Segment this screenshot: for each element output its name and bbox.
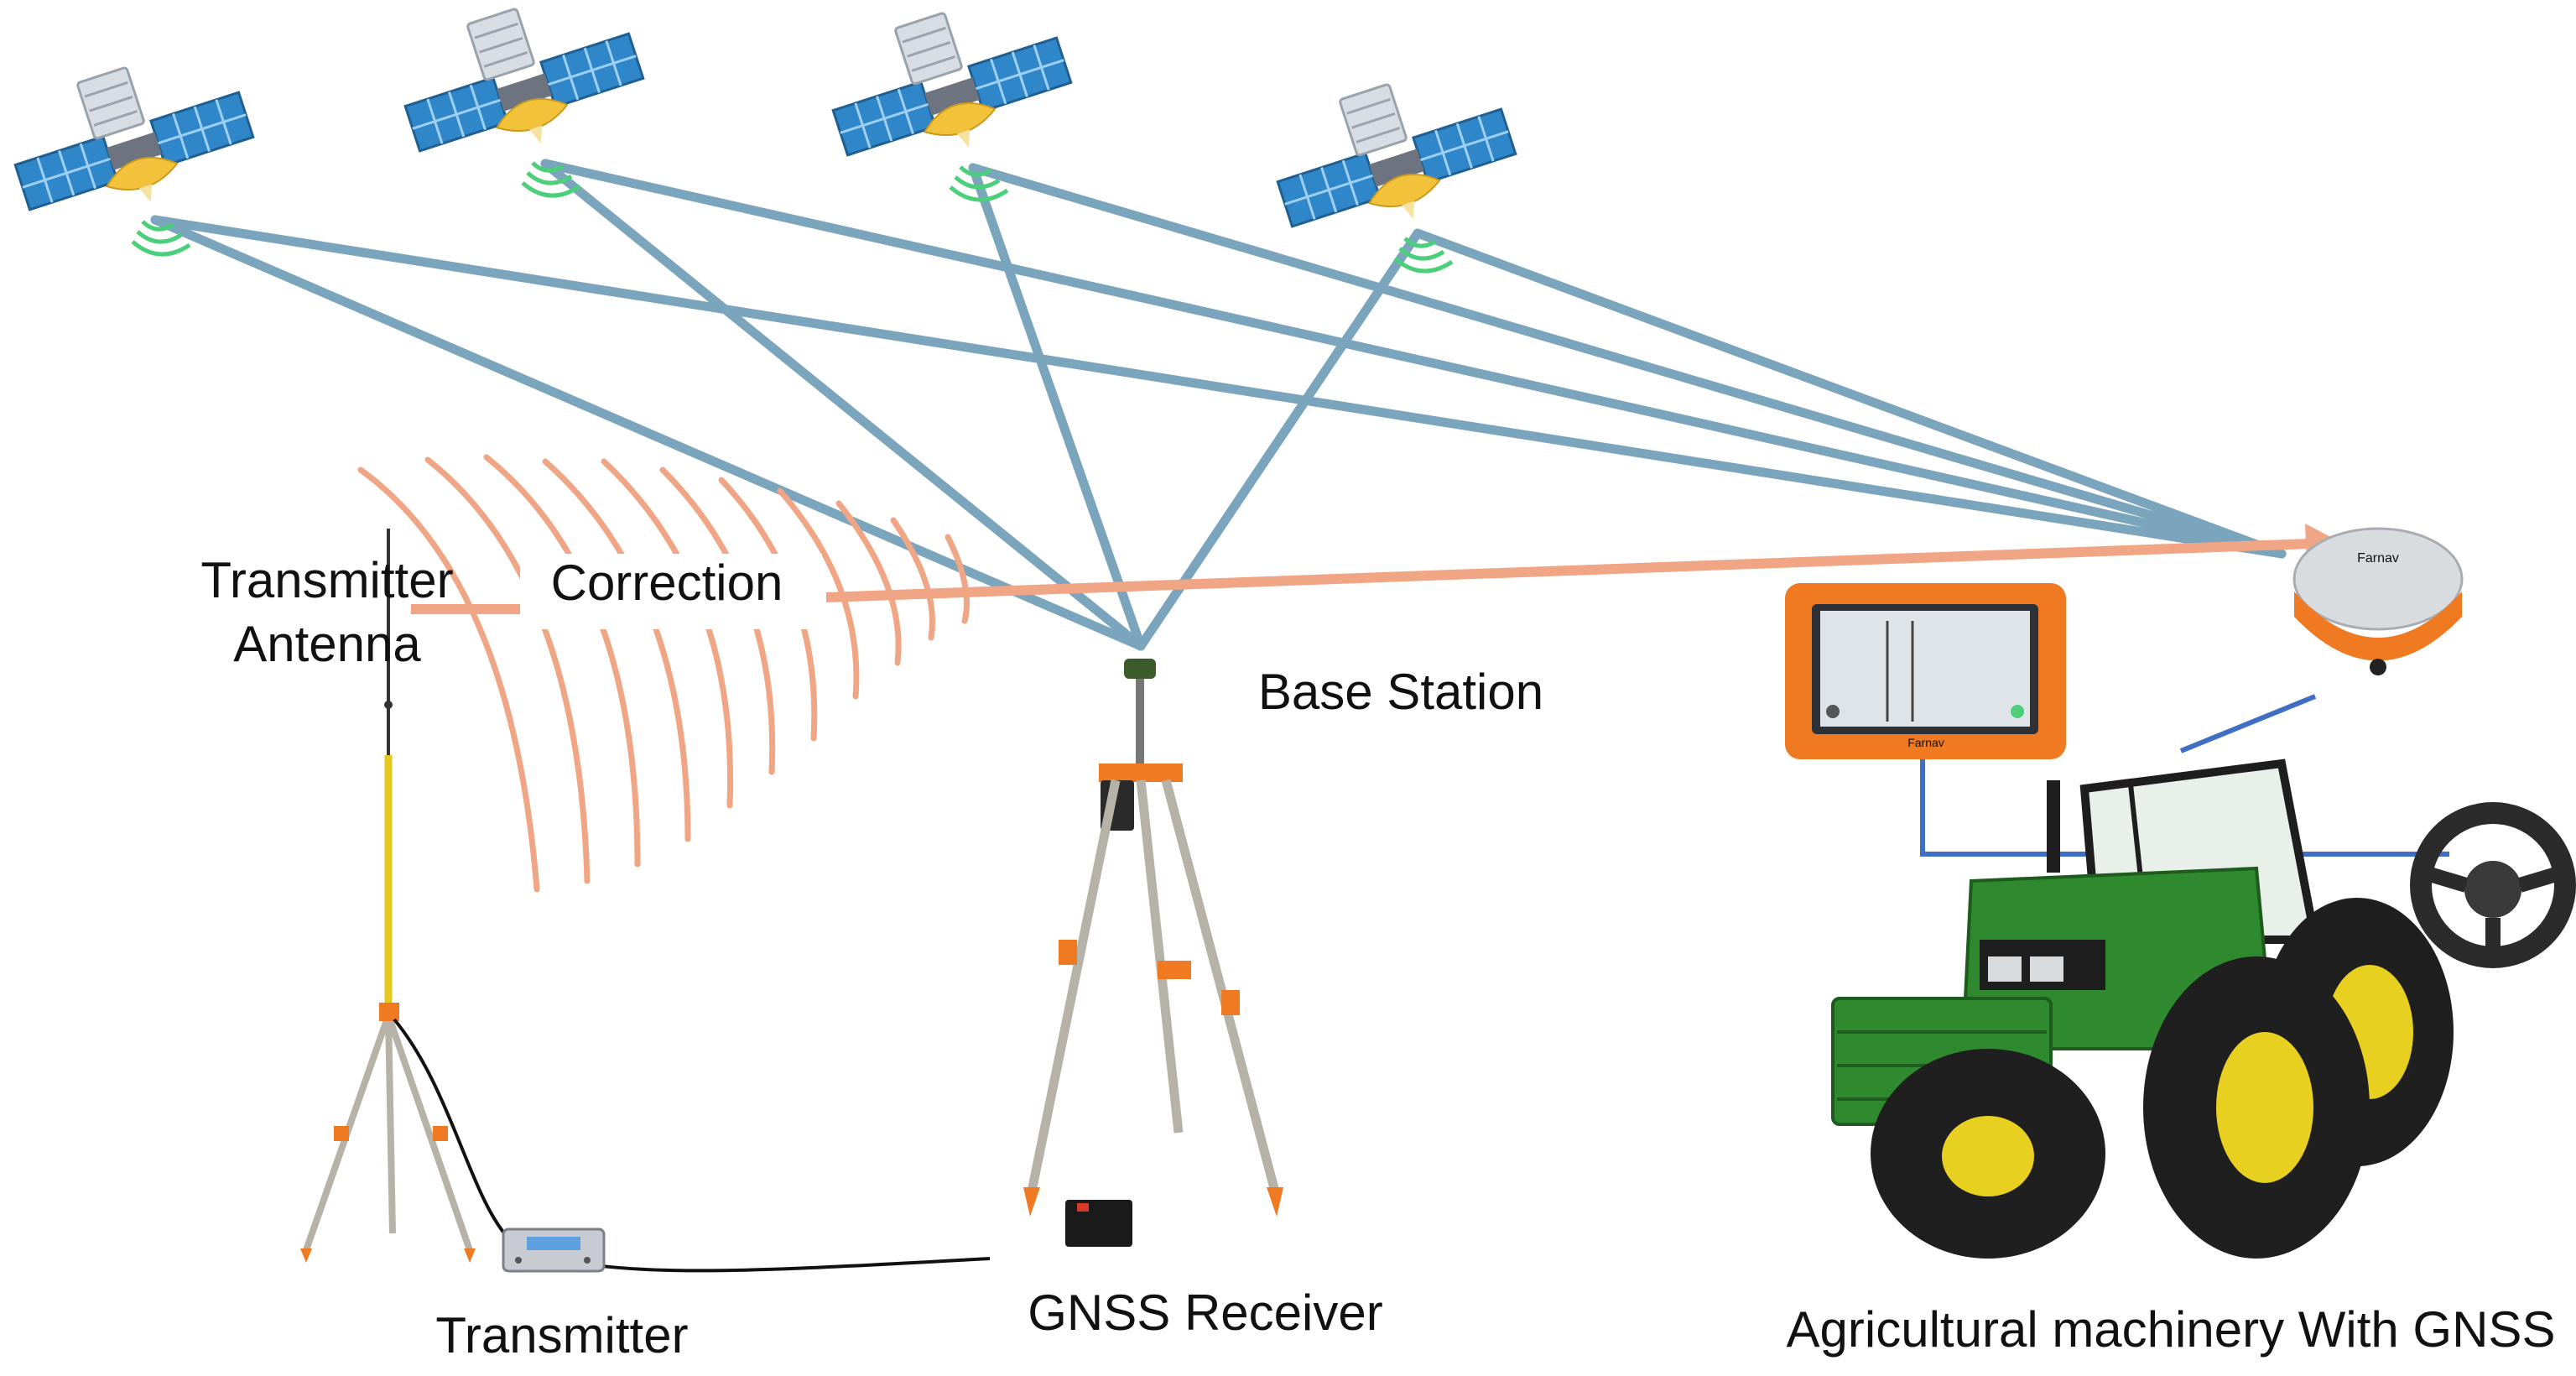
transmitter-label: Transmitter bbox=[435, 1307, 688, 1363]
correction-waves bbox=[357, 454, 970, 893]
gnss-receiver-icon bbox=[1023, 659, 1283, 1247]
transmitter-antenna-label-line1: Transmitter bbox=[200, 552, 453, 608]
gnss-antenna-receiver-icon: Farnav bbox=[2292, 527, 2464, 675]
receiver-brand-text: Farnav bbox=[2357, 551, 2399, 566]
satellite-signal-lines bbox=[150, 159, 2287, 651]
gnss-receiver-label: GNSS Receiver bbox=[1028, 1285, 1382, 1341]
tablet-brand-text: Farnav bbox=[1907, 736, 1944, 749]
agricultural-machinery-label: Agricultural machinery With GNSS bbox=[1787, 1301, 2556, 1358]
satellite-icon bbox=[405, 8, 643, 195]
steering-wheel-icon bbox=[2410, 802, 2576, 968]
tractor-icon bbox=[1831, 758, 2454, 1259]
transmitter-antenna-icon bbox=[300, 529, 476, 1263]
correction-label: Correction bbox=[551, 555, 783, 611]
satellite-icon bbox=[833, 13, 1071, 200]
transmitter-antenna-label-line2: Antenna bbox=[233, 616, 421, 672]
base-station-label: Base Station bbox=[1258, 664, 1543, 720]
transmitter-icon bbox=[502, 1227, 606, 1273]
satellite-icon bbox=[1278, 84, 1516, 271]
cable bbox=[393, 1018, 991, 1273]
tablet-icon: Farnav bbox=[1785, 583, 2066, 759]
